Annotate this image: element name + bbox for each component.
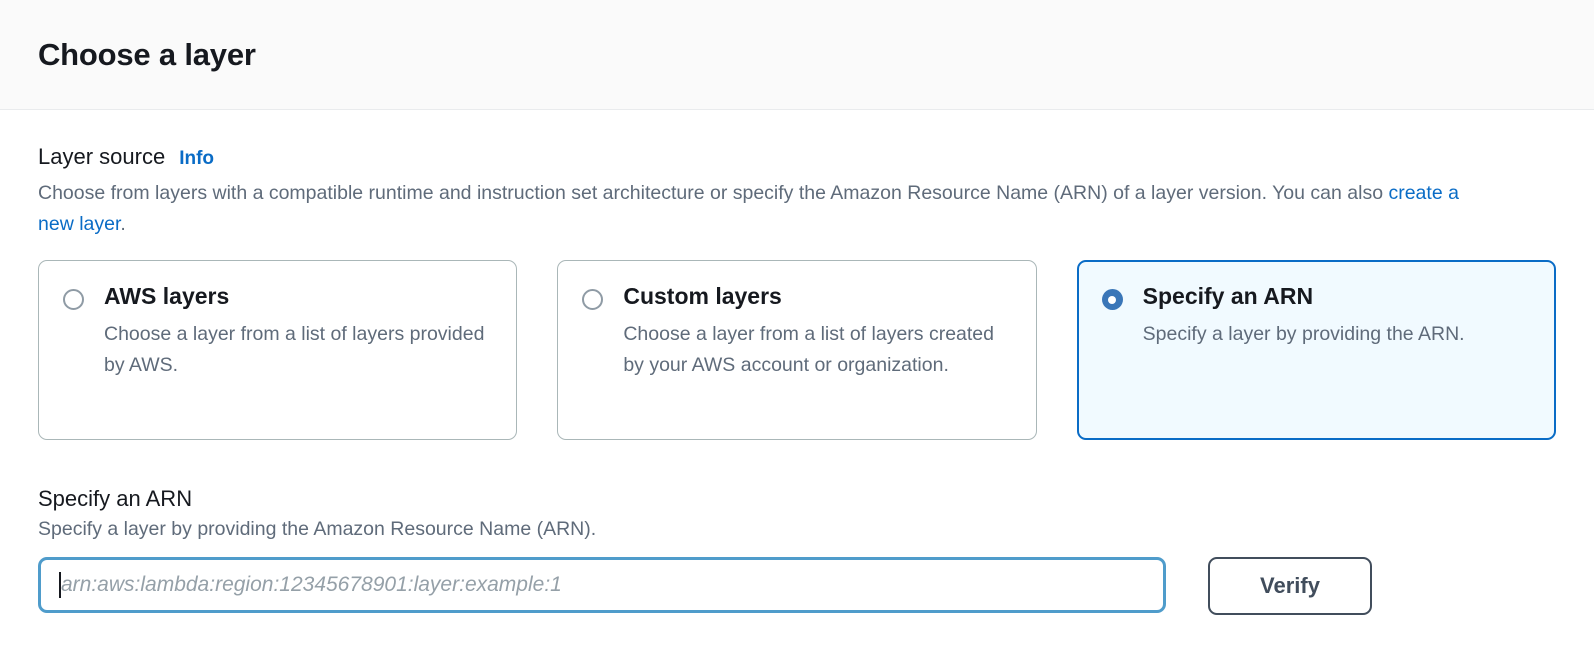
tile-specify-arn-description: Specify a layer by providing the ARN. [1142,322,1465,345]
tile-specify-arn-text: Specify an ARN Specify a layer by provid… [1143,283,1533,350]
radio-custom-layers[interactable] [582,289,604,311]
arn-input[interactable] [61,560,1145,611]
tile-custom-layers-description: Choose a layer from a list of layers cre… [623,322,994,377]
layer-source-description-text-2: . [120,213,126,236]
tile-aws-layers-description: Choose a layer from a list of layers pro… [104,322,485,377]
radio-specify-arn[interactable] [1101,289,1123,311]
layer-source-description-text-1: Choose from layers with a compatible run… [38,182,1389,204]
page-title: Choose a layer [38,36,256,72]
tile-aws-layers-title: AWS layers [104,283,230,310]
modal-header: Choose a layer [0,0,1594,110]
arn-section-title: Specify an ARN [38,486,193,512]
layer-source-label: Layer source [38,144,166,169]
arn-section-description: Specify a layer by providing the Amazon … [38,518,597,541]
arn-input-row: Verify [38,557,1556,616]
layer-source-description: Choose from layers with a compatible run… [38,178,1498,240]
tile-custom-layers[interactable]: Custom layers Choose a layer from a list… [557,260,1037,441]
arn-input-wrapper[interactable] [38,557,1166,614]
info-link[interactable]: Info [179,148,215,169]
tile-custom-layers-title: Custom layers [623,283,782,310]
tile-specify-arn[interactable]: Specify an ARN Specify a layer by provid… [1076,260,1556,441]
tile-specify-arn-title: Specify an ARN [1142,283,1314,310]
create-new-layer-link[interactable]: create a new layer [38,182,1459,236]
layer-source-label-row: Layer source Info [38,144,1556,170]
radio-aws-layers[interactable] [63,289,84,311]
tile-custom-layers-text: Custom layers Choose a layer from a list… [623,283,1013,381]
tile-aws-layers[interactable]: AWS layers Choose a layer from a list of… [38,260,518,441]
modal-body: Layer source Info Choose from layers wit… [0,110,1594,616]
layer-source-tile-group: AWS layers Choose a layer from a list of… [38,260,1556,441]
text-caret [59,572,61,599]
tile-aws-layers-text: AWS layers Choose a layer from a list of… [104,283,494,381]
verify-button[interactable]: Verify [1208,557,1372,616]
